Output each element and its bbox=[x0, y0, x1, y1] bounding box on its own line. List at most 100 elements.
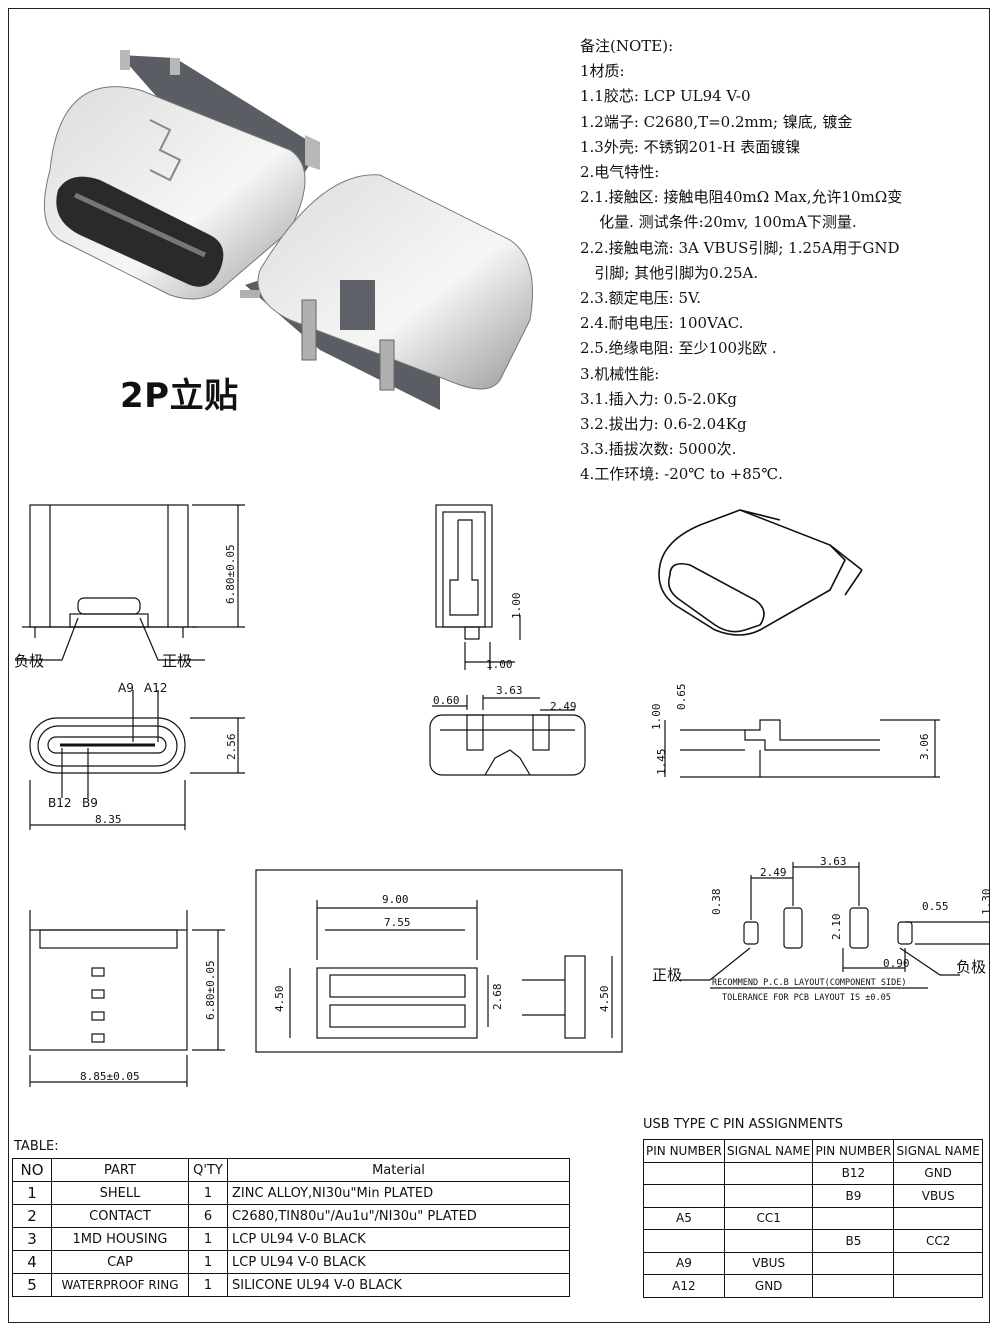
note-line: 3.2.拔出力: 0.6-2.04Kg bbox=[580, 415, 747, 434]
pin-cell bbox=[643, 1229, 725, 1253]
label-b9: B9 bbox=[82, 796, 98, 810]
note-line: 备注(NOTE): bbox=[580, 37, 674, 55]
bom-part: CAP bbox=[51, 1250, 189, 1274]
dim-side-065: 0.65 bbox=[675, 684, 688, 711]
table-row: 4 CAP 1 LCP UL94 V-0 BLACK bbox=[12, 1250, 570, 1274]
iso-drawing bbox=[658, 509, 863, 636]
label-a12: A12 bbox=[144, 681, 167, 695]
connector-right-photo bbox=[240, 174, 533, 410]
side-profile bbox=[664, 719, 940, 778]
note-line: 1材质: bbox=[580, 62, 625, 81]
bom-material: LCP UL94 V-0 BLACK bbox=[227, 1250, 570, 1274]
dim-pcb-055: 0.55 bbox=[922, 900, 949, 913]
pins-header: PIN NUMBER bbox=[643, 1139, 725, 1163]
pcb-negative-label: 负极 bbox=[956, 958, 986, 976]
pin-cell bbox=[812, 1274, 895, 1298]
bom-material: ZINC ALLOY,NI30u"Min PLATED bbox=[227, 1181, 570, 1205]
dim-side-bottom: 1.00 bbox=[486, 658, 513, 671]
bom-no: 3 bbox=[12, 1227, 52, 1251]
table-row: B12 GND bbox=[643, 1161, 983, 1185]
dim-top-363: 3.63 bbox=[496, 684, 523, 697]
pin-cell: B9 bbox=[812, 1184, 895, 1208]
table-row: B9 VBUS bbox=[643, 1184, 983, 1208]
table-row: A9 VBUS bbox=[643, 1251, 983, 1275]
technical-drawing: 6.80±0.05 负极 正极 1.00 1.00 A9 A12 B12 B9 bbox=[14, 504, 993, 1087]
table-row: 1 SHELL 1 ZINC ALLOY,NI30u"Min PLATED bbox=[12, 1181, 570, 1205]
bom-qty: 1 bbox=[188, 1273, 228, 1297]
pin-cell bbox=[893, 1274, 983, 1298]
note-line: 3.3.插拔次数: 5000次. bbox=[580, 440, 737, 459]
pcb-caption-1: RECOMMEND P.C.B LAYOUT(COMPONENT SIDE) bbox=[712, 978, 906, 988]
pcb-caption-2: TOLERANCE FOR PCB LAYOUT IS ±0.05 bbox=[722, 993, 891, 1003]
bom-part: CONTACT bbox=[51, 1204, 189, 1228]
table-row: B5 CC2 bbox=[643, 1229, 983, 1253]
dim-pcb-090: 0.90 bbox=[883, 957, 910, 970]
dim-bot-268: 2.68 bbox=[491, 984, 504, 1011]
pin-cell: CC2 bbox=[893, 1229, 983, 1253]
pin-cell: A9 bbox=[643, 1251, 725, 1275]
bom-header-qty: Q'TY bbox=[188, 1158, 228, 1182]
note-line: 引脚; 其他引脚为0.25A. bbox=[580, 263, 759, 282]
dim-body-width: 8.85±0.05 bbox=[80, 1070, 140, 1083]
bom-header-part: PART bbox=[51, 1158, 189, 1182]
pins-header: SIGNAL NAME bbox=[723, 1139, 814, 1163]
pins-header-row: PIN NUMBER SIGNAL NAME PIN NUMBER SIGNAL… bbox=[643, 1139, 983, 1163]
bom-title: TABLE: bbox=[14, 1139, 59, 1154]
body-view bbox=[29, 910, 225, 1087]
note-line: 化量. 测试条件:20mv, 100mA下测量. bbox=[580, 213, 857, 232]
pcb-layout bbox=[680, 862, 990, 989]
bom-material: LCP UL94 V-0 BLACK bbox=[227, 1227, 570, 1251]
pins-header: SIGNAL NAME bbox=[893, 1139, 983, 1163]
bom-material: C2680,TIN80u"/Au1u"/NI30u" PLATED bbox=[227, 1204, 570, 1228]
bom-header-material: Material bbox=[227, 1158, 570, 1182]
pin-cell bbox=[812, 1206, 895, 1230]
bom-qty: 1 bbox=[188, 1181, 228, 1205]
pin-cell: GND bbox=[723, 1274, 814, 1298]
dim-top-249: 2.49 bbox=[550, 700, 577, 713]
pin-cell: CC1 bbox=[723, 1206, 814, 1230]
table-row: 3 1MD HOUSING 1 LCP UL94 V-0 BLACK bbox=[12, 1227, 570, 1251]
pin-assignment-table: PIN NUMBER SIGNAL NAME PIN NUMBER SIGNAL… bbox=[643, 1139, 983, 1298]
positive-label: 正极 bbox=[162, 652, 192, 670]
port-view bbox=[29, 690, 245, 830]
dim-pcb-249: 2.49 bbox=[760, 866, 787, 879]
dim-pcb-210: 2.10 bbox=[830, 914, 843, 941]
note-line: 2.3.额定电压: 5V. bbox=[580, 289, 701, 308]
pin-cell: GND bbox=[893, 1161, 983, 1185]
dim-bot-900: 9.00 bbox=[382, 893, 409, 906]
pcb-positive-label: 正极 bbox=[652, 966, 682, 984]
dim-pcb-130: 1.30 bbox=[980, 889, 993, 916]
note-line: 4.工作环境: -20℃ to +85℃. bbox=[580, 465, 783, 484]
bom-table: NO PART Q'TY Material 1 SHELL 1 ZINC ALL… bbox=[12, 1158, 570, 1297]
side-view bbox=[435, 504, 521, 670]
bom-qty: 1 bbox=[188, 1227, 228, 1251]
note-line: 1.1胶芯: LCP UL94 V-0 bbox=[580, 87, 751, 106]
pin-cell bbox=[723, 1161, 814, 1185]
bottom-view bbox=[255, 869, 623, 1053]
note-line: 3.机械性能: bbox=[580, 364, 660, 383]
dim-bot-755: 7.55 bbox=[384, 916, 411, 929]
table-row: A5 CC1 bbox=[643, 1206, 983, 1230]
pin-cell bbox=[812, 1251, 895, 1275]
dim-bot-450-left: 4.50 bbox=[273, 986, 286, 1013]
bom-qty: 1 bbox=[188, 1250, 228, 1274]
pin-cell bbox=[723, 1184, 814, 1208]
dim-port-width: 8.35 bbox=[95, 813, 122, 826]
pin-cell: VBUS bbox=[723, 1251, 814, 1275]
pin-cell bbox=[893, 1206, 983, 1230]
page-frame bbox=[8, 8, 990, 1323]
dim-front-height: 6.80±0.05 bbox=[224, 544, 237, 604]
product-photo bbox=[43, 50, 533, 410]
pin-cell: B5 bbox=[812, 1229, 895, 1253]
front-view bbox=[15, 504, 245, 661]
bom-no: 2 bbox=[12, 1204, 52, 1228]
product-title: 2P立贴 bbox=[120, 376, 239, 416]
pin-cell bbox=[643, 1161, 725, 1185]
bom-no: 1 bbox=[12, 1181, 52, 1205]
dim-side-100: 1.00 bbox=[650, 704, 663, 731]
pin-cell bbox=[723, 1229, 814, 1253]
table-row: 2 CONTACT 6 C2680,TIN80u"/Au1u"/NI30u" P… bbox=[12, 1204, 570, 1228]
dim-top-060: 0.60 bbox=[433, 694, 460, 707]
bom-part: SHELL bbox=[51, 1181, 189, 1205]
table-row: A12 GND bbox=[643, 1274, 983, 1298]
